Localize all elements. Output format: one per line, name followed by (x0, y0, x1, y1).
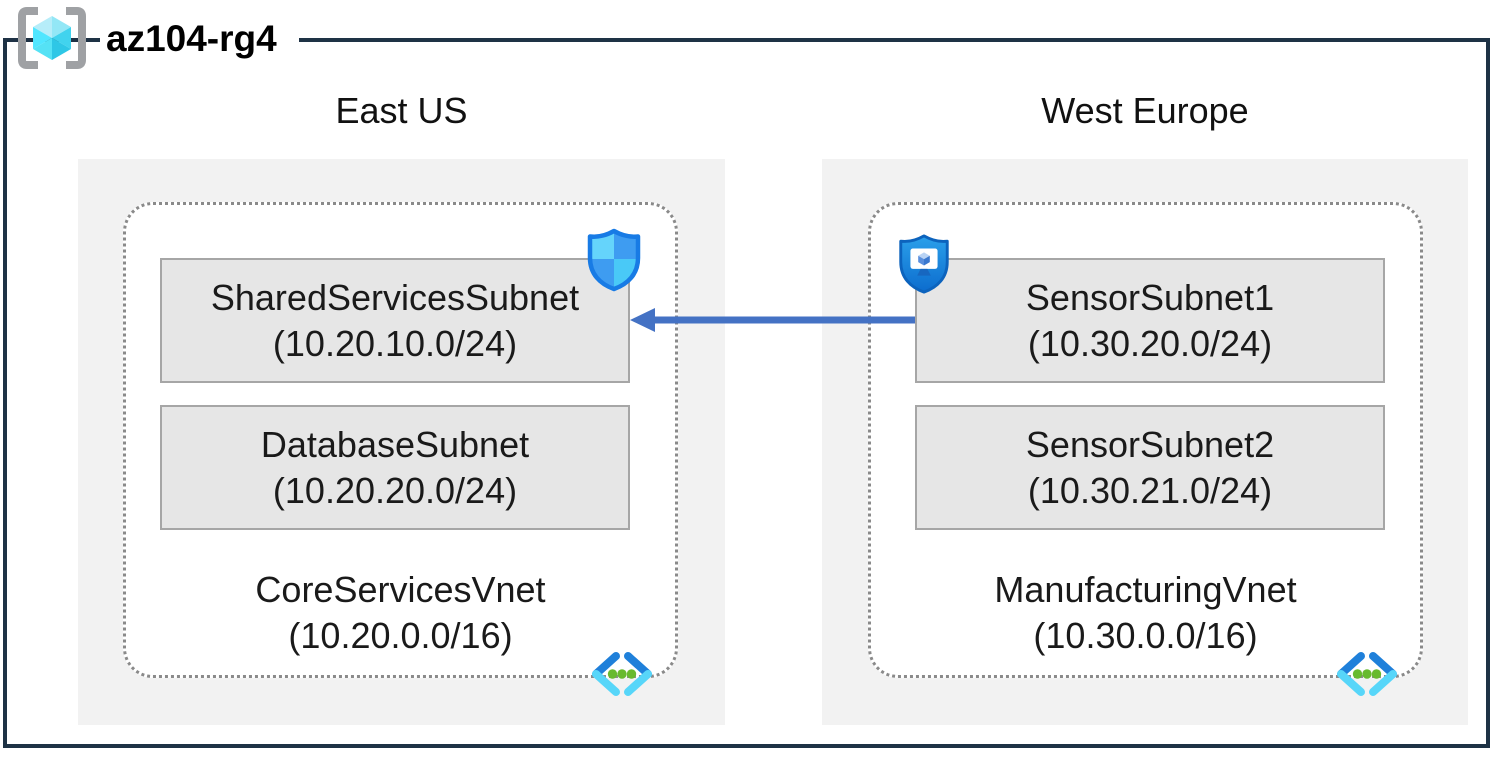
virtual-network-icon (592, 652, 652, 696)
subnet-cidr: (10.30.20.0/24) (1027, 322, 1273, 364)
subnet-box-databasesubnet: DatabaseSubnet (10.20.20.0/24) (160, 405, 630, 530)
vnet-boundary-coreservicesvnet: SharedServicesSubnet (10.20.10.0/24) Dat… (123, 202, 678, 696)
peering-arrow-left-icon (630, 308, 915, 332)
resource-group-border (3, 38, 1490, 748)
region-label-west-europe: West Europe (1041, 90, 1249, 131)
subnet-name: SensorSubnet1 (1025, 276, 1275, 318)
subnet-box-sensorsubnet1: SensorSubnet1 (10.30.20.0/24) (915, 258, 1385, 383)
subnet-cidr: (10.20.20.0/24) (272, 469, 518, 511)
vnet-cidr: (10.20.0.0/16) (288, 615, 513, 656)
region-label-east-us: East US (335, 90, 468, 131)
resource-group-icon (18, 7, 86, 69)
subnet-cidr: (10.20.10.0/24) (272, 322, 518, 364)
subnet-name: DatabaseSubnet (260, 423, 530, 465)
vnet-cidr: (10.30.0.0/16) (1033, 615, 1258, 656)
virtual-network-icon (1337, 652, 1397, 696)
vnet-label-manufacturingvnet: ManufacturingVnet (10.30.0.0/16) (871, 567, 1420, 659)
subnet-box-sensorsubnet2: SensorSubnet2 (10.30.21.0/24) (915, 405, 1385, 530)
resource-group-title: az104-rg4 (100, 16, 299, 62)
subnet-box-sharedservicessubnet: SharedServicesSubnet (10.20.10.0/24) (160, 258, 630, 383)
application-security-group-shield-icon (899, 234, 949, 294)
vnet-name: CoreServicesVnet (255, 569, 546, 610)
subnet-name: SensorSubnet2 (1025, 423, 1275, 465)
vnet-name: ManufacturingVnet (994, 569, 1297, 610)
vnet-label-coreservicesvnet: CoreServicesVnet (10.20.0.0/16) (126, 567, 675, 659)
subnet-cidr: (10.30.21.0/24) (1027, 469, 1273, 511)
subnet-name: SharedServicesSubnet (210, 276, 580, 318)
region-box-east-us: SharedServicesSubnet (10.20.10.0/24) Dat… (78, 159, 725, 725)
network-security-group-shield-icon (587, 228, 641, 292)
vnet-boundary-manufacturingvnet: SensorSubnet1 (10.30.20.0/24) SensorSubn… (868, 202, 1423, 696)
